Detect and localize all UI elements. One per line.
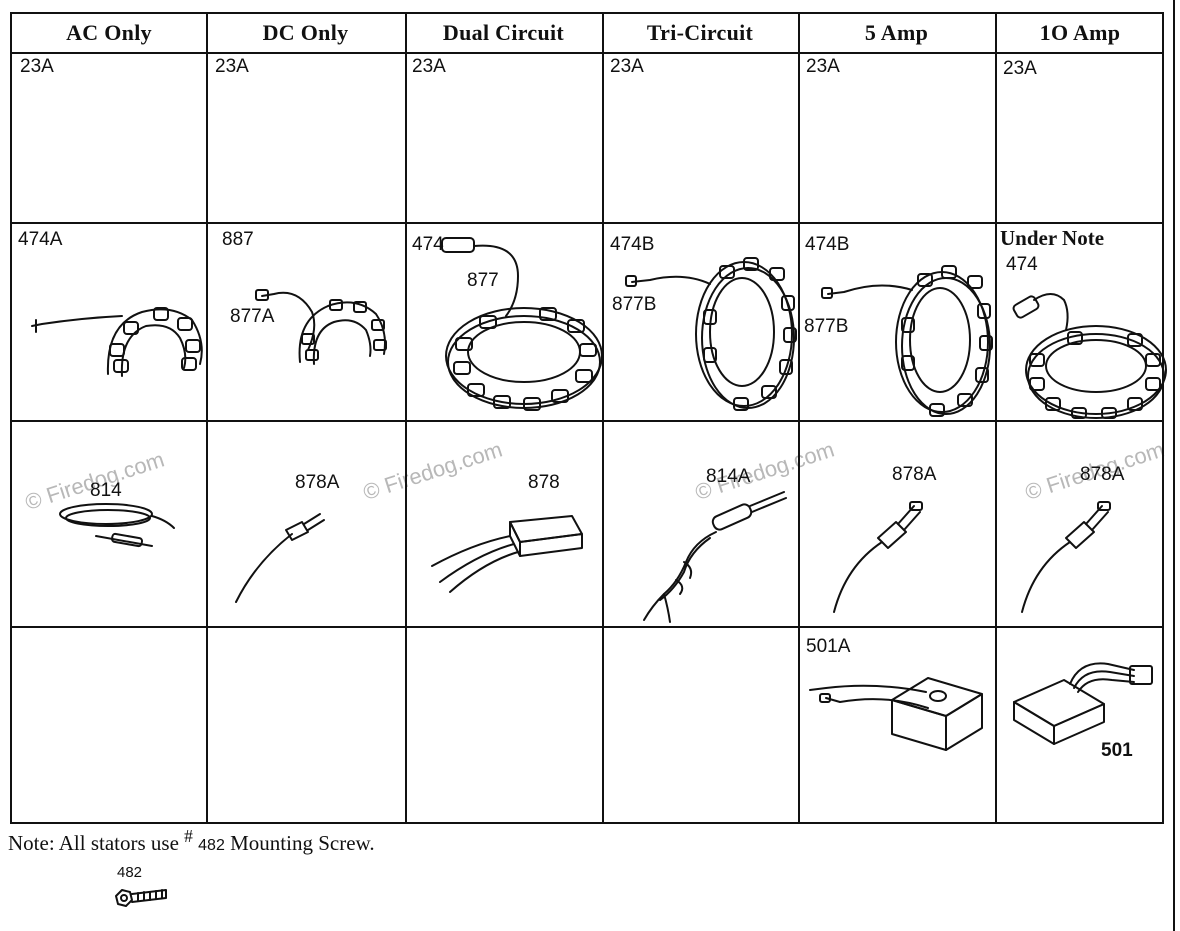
regulator-icon <box>809 677 983 751</box>
connector-block-icon <box>431 515 583 593</box>
part-label: 474 <box>1006 254 1038 275</box>
part-label: 814A <box>706 466 751 487</box>
under-note-label: Under Note <box>1000 226 1105 250</box>
part-label: 501A <box>806 636 851 657</box>
page-edge <box>1173 0 1175 931</box>
part-label: 814 <box>90 480 122 501</box>
regulator-icon <box>1013 662 1153 745</box>
header-dual-circuit: Dual Circuit <box>442 20 565 45</box>
header-ac-only: AC Only <box>66 20 152 45</box>
part-label: 877B <box>804 316 849 337</box>
stator-icon <box>625 257 797 411</box>
connector-lead-icon <box>833 501 923 613</box>
part-label: 474A <box>18 229 63 250</box>
screw-label: 482 <box>117 864 143 881</box>
header-10-amp: 1O Amp <box>1039 20 1121 45</box>
connector-lead-icon <box>235 513 325 603</box>
part-label: 878A <box>892 464 937 485</box>
part-label: 23A <box>806 56 840 77</box>
part-label: 877A <box>230 306 275 327</box>
part-label: 474B <box>610 234 655 255</box>
wire-lead-icon <box>59 503 175 548</box>
parts-table: AC Only DC Only Dual Circuit Tri-Circuit… <box>10 12 1167 824</box>
part-label: 23A <box>215 56 249 77</box>
header-5-amp: 5 Amp <box>864 20 929 45</box>
part-label: 23A <box>610 56 644 77</box>
part-label: 23A <box>20 56 54 77</box>
part-label: 501 <box>1101 740 1133 761</box>
part-label: 23A <box>1003 58 1037 79</box>
stator-icon <box>1012 293 1167 419</box>
note-text: Note: All stators use # 482 Mounting Scr… <box>8 826 375 855</box>
twisted-lead-icon <box>643 491 787 623</box>
part-label: 877 <box>467 270 499 291</box>
stator-icon <box>441 237 603 411</box>
part-label: 878A <box>1080 464 1125 485</box>
part-label: 23A <box>412 56 446 77</box>
part-label: 877B <box>612 294 657 315</box>
part-label: 878A <box>295 472 340 493</box>
part-label: 887 <box>222 229 254 250</box>
header-dc-only: DC Only <box>262 20 349 45</box>
stator-icon <box>31 307 203 377</box>
part-label: 474 <box>412 234 444 255</box>
stator-icon <box>821 265 993 417</box>
connector-lead-icon <box>1021 501 1111 613</box>
stator-icon <box>255 289 387 365</box>
screw-icon <box>115 889 167 907</box>
part-label: 878 <box>528 472 560 493</box>
part-label: 474B <box>805 234 850 255</box>
header-tri-circuit: Tri-Circuit <box>646 20 754 45</box>
